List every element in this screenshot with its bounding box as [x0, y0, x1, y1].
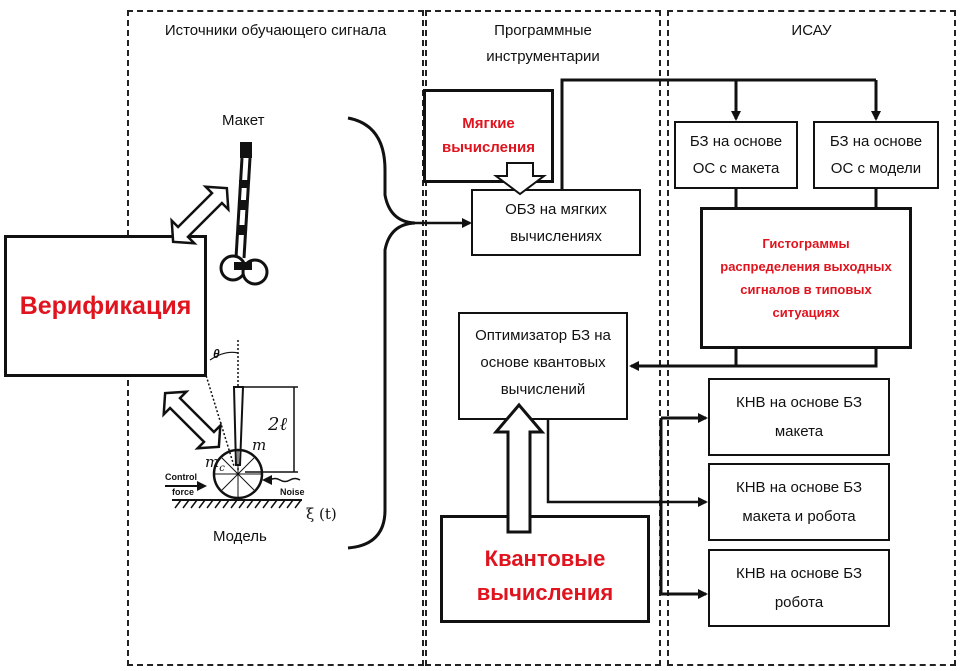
- obz-soft-box: ОБЗ на мягких вычислениях: [471, 189, 641, 256]
- soft-computing-label: Мягкие вычисления: [441, 115, 535, 156]
- section-sources-title: Источники обучающего сигнала: [164, 22, 387, 39]
- section-isau: [667, 10, 956, 666]
- optimizer-box: Оптимизатор БЗ на основe квантовых вычис…: [458, 312, 628, 420]
- quantum-label: Квантовые вычисления: [476, 546, 614, 605]
- control-label: Control: [165, 472, 197, 482]
- knv-maket-label: КНВ на основе БЗ макета: [735, 394, 863, 440]
- verification-label: Верификация: [19, 291, 192, 320]
- histograms-label: Гистограммы распределения выходных сигна…: [720, 236, 892, 320]
- mass-mc-label: mc: [205, 453, 225, 474]
- knv-maket-robot-box: КНВ на основе БЗ макета и робота: [708, 463, 890, 541]
- mass-mc-m: m: [205, 453, 220, 471]
- maket-label: Макет: [222, 112, 265, 129]
- knv-robot-box: КНВ на основе БЗ робота: [708, 549, 890, 627]
- theta-label: θ: [213, 347, 220, 361]
- mass-m-label: m: [252, 436, 267, 454]
- knv-robot-label: КНВ на основе БЗ робота: [735, 565, 863, 611]
- optimizer-label: Оптимизатор БЗ на основe квантовых вычис…: [475, 327, 611, 398]
- knv-maket-robot-label: КНВ на основе БЗ макета и робота: [735, 479, 863, 525]
- length-label: 2ℓ: [268, 414, 287, 435]
- knv-maket-box: КНВ на основе БЗ макета: [708, 378, 890, 456]
- kb-model-label: БЗ на основе ОС с модели: [829, 133, 923, 177]
- mass-mc-sub: c: [219, 463, 225, 474]
- quantum-box: Квантовые вычисления: [440, 515, 650, 623]
- model-label: Модель: [213, 528, 267, 545]
- force-label: force: [172, 487, 195, 497]
- section-software: [425, 10, 661, 666]
- noise-label: Noise: [280, 487, 305, 497]
- section-isau-title: ИСАУ: [791, 22, 832, 39]
- histograms-box: Гистограммы распределения выходных сигна…: [700, 207, 912, 349]
- kb-model-box: БЗ на основе ОС с модели: [813, 121, 939, 189]
- obz-soft-label: ОБЗ на мягких вычислениях: [505, 200, 607, 245]
- section-software-title: Программные инструментарии: [486, 22, 600, 65]
- kb-maket-box: БЗ на основе ОС с макета: [674, 121, 798, 189]
- soft-computing-box: Мягкие вычисления: [423, 89, 554, 183]
- xi-label: ξ (t): [306, 505, 337, 523]
- verification-box: Верификация: [4, 235, 207, 377]
- kb-maket-label: БЗ на основе ОС с макета: [689, 133, 783, 177]
